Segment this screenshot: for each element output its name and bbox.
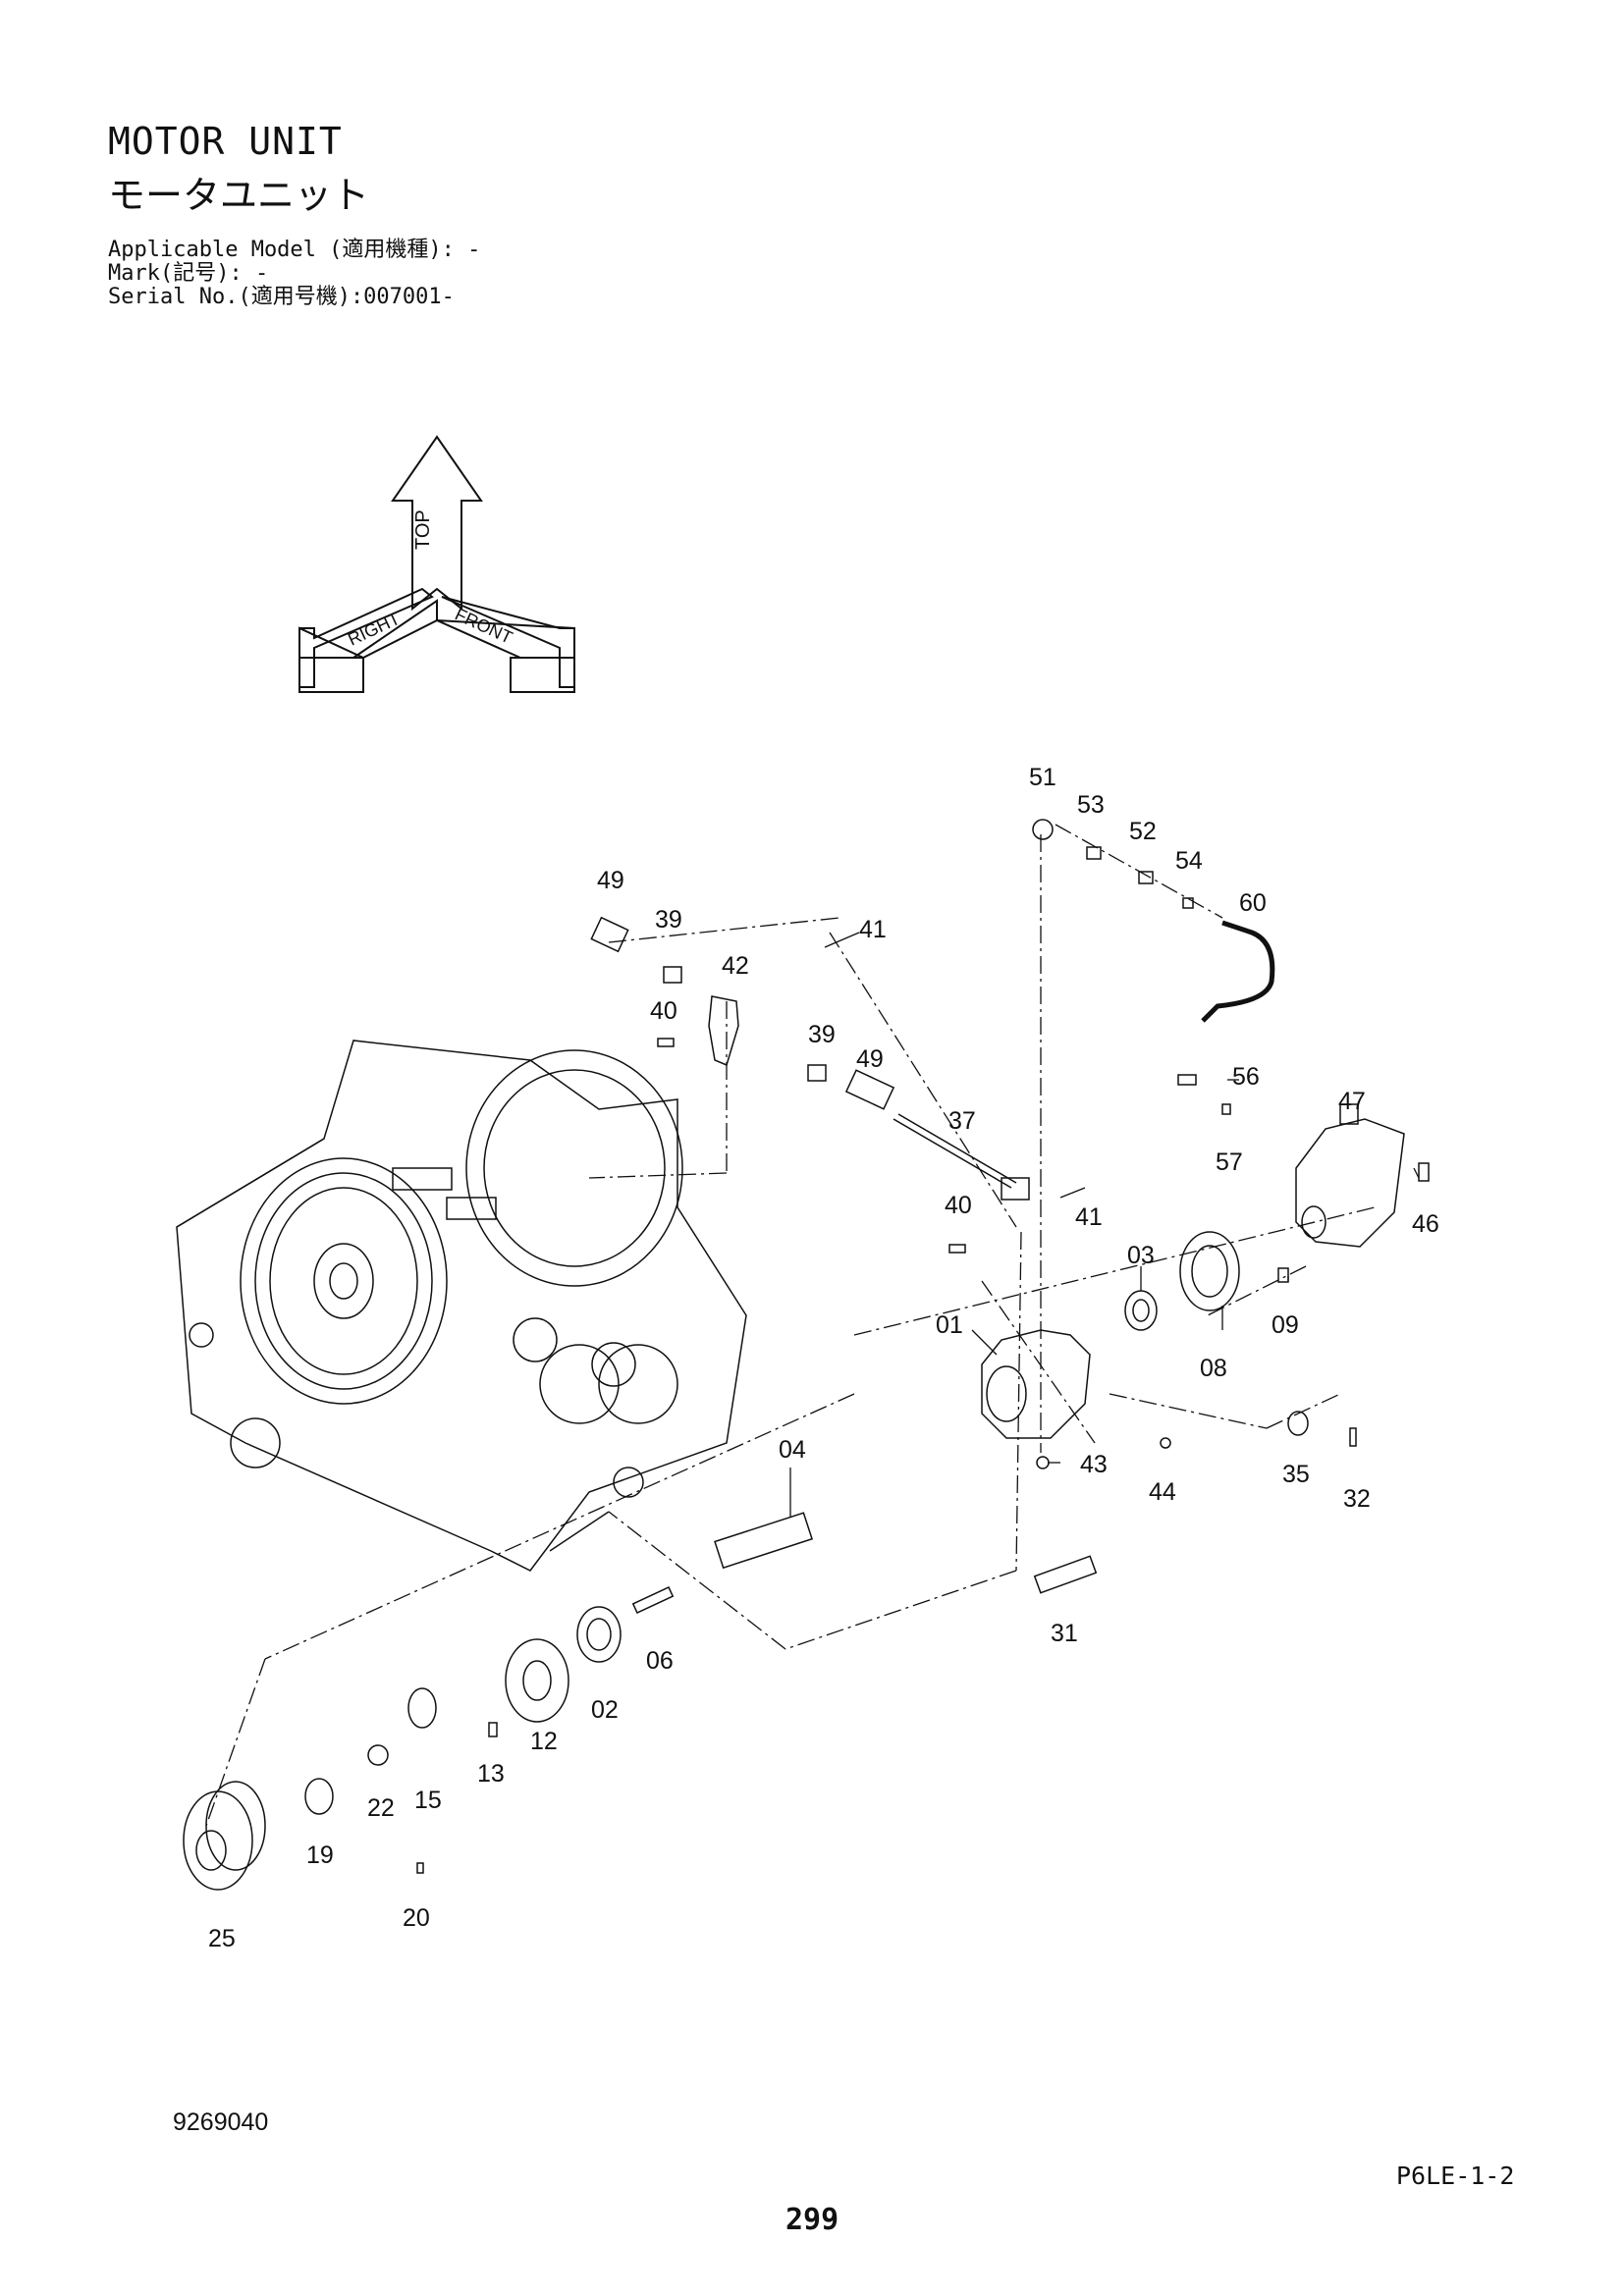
callout-39-top: 39 bbox=[655, 906, 682, 934]
callout-44: 44 bbox=[1149, 1478, 1176, 1506]
callout-40-top: 40 bbox=[650, 997, 677, 1025]
engine-block bbox=[176, 1040, 747, 1572]
callout-13: 13 bbox=[477, 1760, 505, 1788]
callout-32: 32 bbox=[1343, 1485, 1371, 1513]
page-number: 299 bbox=[785, 2203, 839, 2237]
callout-42: 42 bbox=[722, 952, 749, 980]
callout-47: 47 bbox=[1338, 1088, 1366, 1115]
callout-19: 19 bbox=[306, 1842, 334, 1869]
callout-54: 54 bbox=[1175, 847, 1203, 875]
callout-53: 53 bbox=[1077, 791, 1105, 819]
callout-09: 09 bbox=[1272, 1311, 1299, 1339]
callout-52: 52 bbox=[1129, 818, 1157, 845]
callout-51: 51 bbox=[1029, 764, 1056, 791]
callout-60: 60 bbox=[1239, 889, 1267, 917]
callout-31: 31 bbox=[1051, 1620, 1078, 1647]
callout-12: 12 bbox=[530, 1728, 558, 1755]
callout-46: 46 bbox=[1412, 1210, 1439, 1238]
callout-57: 57 bbox=[1216, 1148, 1243, 1176]
callout-20: 20 bbox=[403, 1904, 430, 1932]
mark: Mark(記号): - bbox=[108, 261, 269, 286]
callout-35: 35 bbox=[1282, 1461, 1310, 1488]
callout-49: 49 bbox=[856, 1045, 884, 1073]
callout-06: 06 bbox=[646, 1647, 674, 1675]
callout-22: 22 bbox=[367, 1794, 395, 1822]
callout-40: 40 bbox=[945, 1192, 972, 1219]
leader-lines bbox=[789, 932, 1420, 1517]
parts bbox=[183, 819, 1430, 1891]
callout-02: 02 bbox=[591, 1696, 619, 1724]
title-japanese: モータユニット bbox=[108, 174, 370, 217]
callout-41-top: 41 bbox=[859, 916, 887, 943]
orientation-top-label: TOP bbox=[412, 509, 434, 550]
applicable-model: Applicable Model (適用機種): - bbox=[108, 238, 481, 262]
drawing-number: 9269040 bbox=[173, 2109, 269, 2136]
callout-39: 39 bbox=[808, 1021, 836, 1048]
callout-25: 25 bbox=[208, 1925, 236, 1952]
callout-08: 08 bbox=[1200, 1355, 1227, 1382]
serial-number: Serial No.(適用号機):007001- bbox=[108, 285, 455, 309]
callout-15: 15 bbox=[414, 1787, 442, 1814]
callout-56: 56 bbox=[1232, 1063, 1260, 1091]
callout-03: 03 bbox=[1127, 1242, 1155, 1269]
assembly-lines bbox=[205, 824, 1376, 1827]
callout-43: 43 bbox=[1080, 1451, 1108, 1478]
callout-04: 04 bbox=[779, 1436, 806, 1464]
page-reference: P6LE-1-2 bbox=[1396, 2162, 1515, 2190]
callout-labels: 51 53 52 54 60 49 39 41 42 40 39 49 56 4… bbox=[208, 764, 1439, 1952]
callout-41: 41 bbox=[1075, 1203, 1103, 1231]
callout-37: 37 bbox=[948, 1107, 976, 1135]
title-english: MOTOR UNIT bbox=[108, 120, 343, 163]
orientation-indicator: TOP RIGHT FRONT bbox=[298, 435, 575, 693]
callout-49-top: 49 bbox=[597, 867, 624, 894]
callout-01: 01 bbox=[936, 1311, 963, 1339]
